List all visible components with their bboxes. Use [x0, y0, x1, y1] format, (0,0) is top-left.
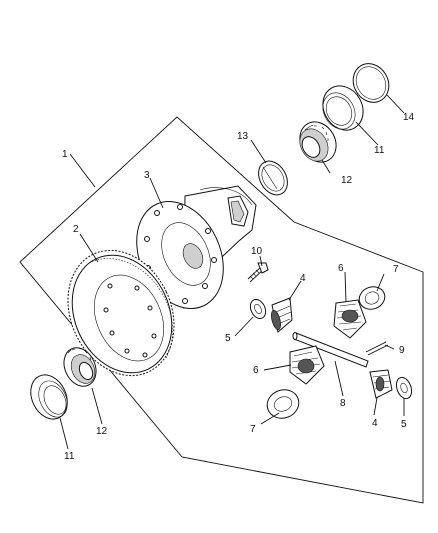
roll-pin — [365, 341, 389, 356]
callout-5-lower: 5 — [401, 419, 407, 430]
bearing-cup-lower — [30, 374, 68, 420]
callout-9: 9 — [399, 345, 405, 356]
bearing-cone-lower — [63, 347, 97, 387]
leader-lines — [59, 94, 405, 450]
side-gear-lower — [289, 345, 325, 385]
callout-10: 10 — [251, 246, 263, 257]
thrust-washer-lower — [395, 376, 413, 400]
callout-14: 14 — [403, 112, 415, 123]
callout-1: 1 — [62, 149, 68, 160]
callout-5-upper: 5 — [225, 333, 231, 344]
seal-ring — [258, 160, 288, 196]
bearing-cone-upper — [299, 121, 337, 163]
callout-7-lower: 7 — [250, 424, 256, 435]
side-gear-upper — [333, 299, 367, 339]
pinion-gear-lower — [369, 369, 393, 399]
callout-7-upper: 7 — [393, 264, 399, 275]
callout-12-upper: 12 — [341, 175, 353, 186]
callout-4-upper: 4 — [300, 273, 306, 284]
snap-ring — [352, 63, 390, 103]
callout-6-lower: 6 — [253, 365, 259, 376]
bearing-cup-upper — [322, 85, 364, 131]
callout-13: 13 — [237, 131, 249, 142]
pinion-shaft — [292, 332, 369, 368]
bolt — [247, 262, 269, 283]
callout-4-lower: 4 — [372, 418, 378, 429]
callout-2: 2 — [73, 224, 79, 235]
callout-11-lower: 11 — [64, 451, 75, 462]
pinion-gear-upper — [271, 297, 293, 333]
callout-labels: 1 2 3 4 4 5 5 6 6 7 7 8 9 10 11 11 12 12… — [62, 112, 415, 462]
callout-3: 3 — [144, 170, 150, 181]
assembly-outline — [19, 116, 424, 504]
ring-gear — [67, 249, 175, 377]
callout-12-lower: 12 — [96, 426, 108, 437]
callout-6-upper: 6 — [338, 263, 344, 274]
callout-11-upper: 11 — [374, 145, 385, 156]
thrust-washer-side-lower — [266, 389, 300, 419]
thrust-washer-upper — [249, 298, 267, 320]
callout-8: 8 — [340, 398, 346, 409]
thrust-washer-side-upper — [358, 286, 386, 310]
